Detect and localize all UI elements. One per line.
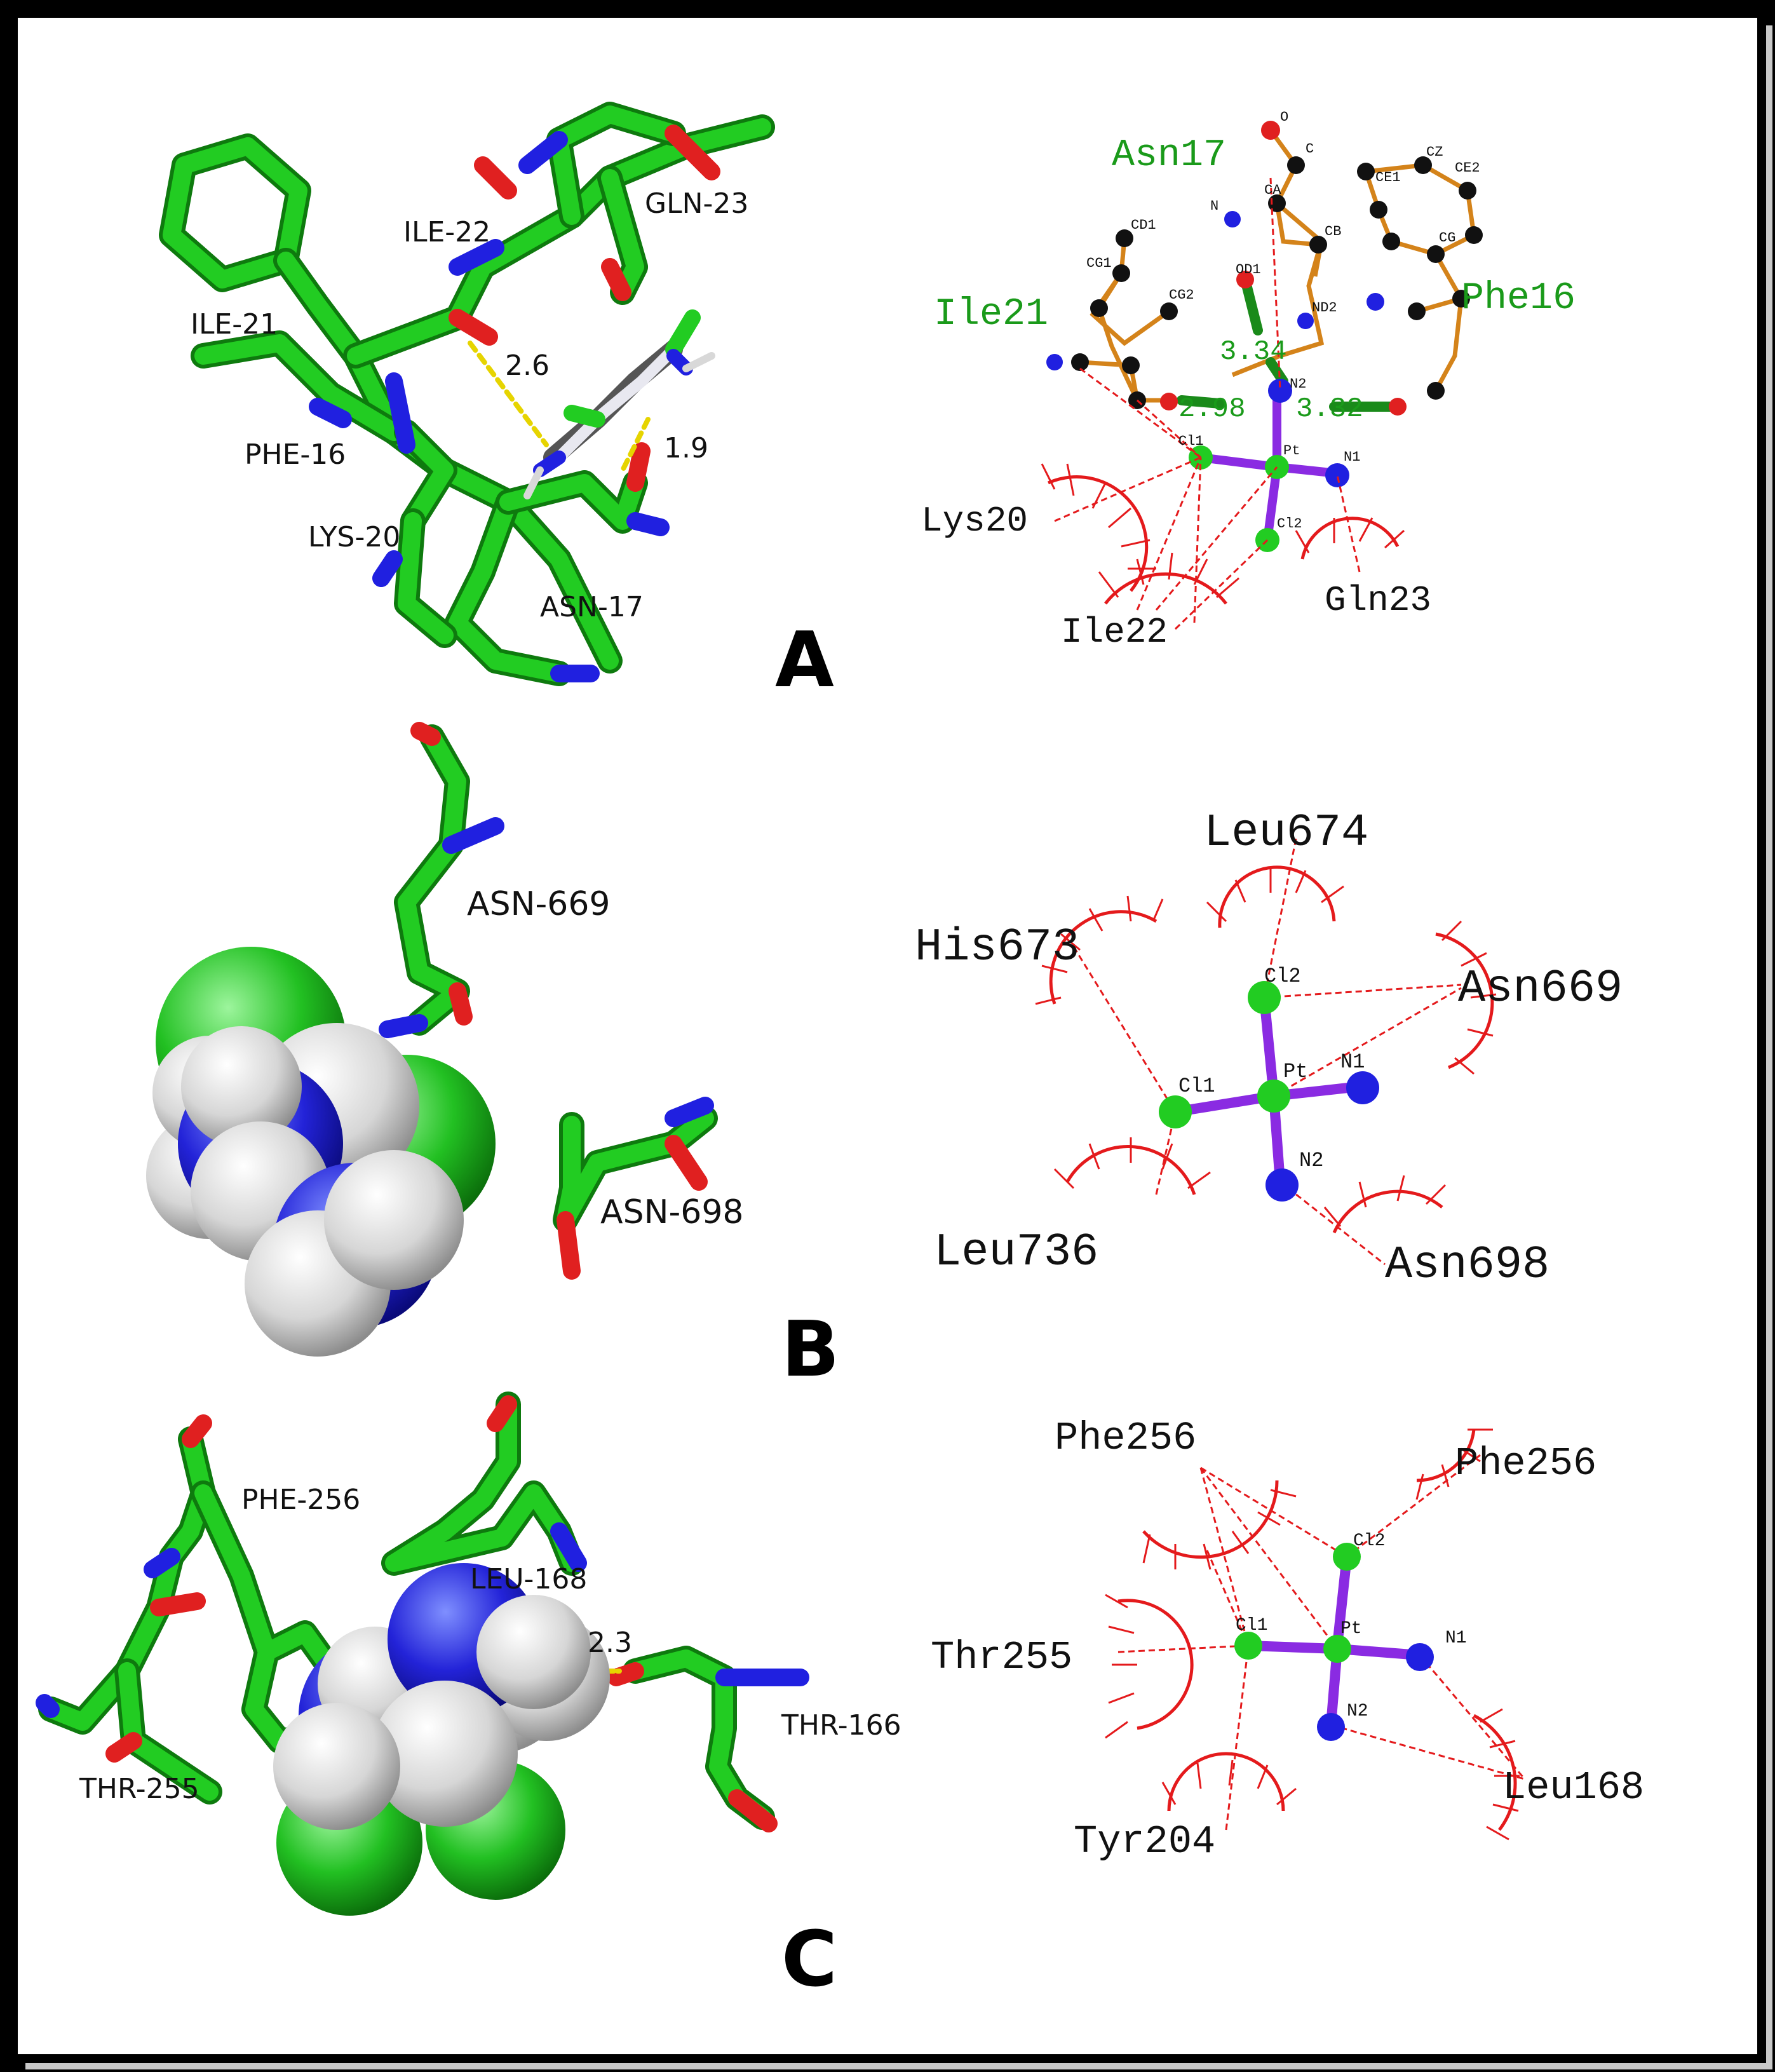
hbond-distance-2-98: 2.98	[1178, 393, 1246, 425]
frame-shadow-bottom	[25, 2063, 1772, 2069]
label-tyr204: Tyr204	[1074, 1819, 1215, 1864]
label-leu674: Leu674	[1204, 807, 1368, 859]
distance-2-6: 2.6	[505, 349, 550, 382]
atom-cg2: CG2	[1169, 287, 1194, 303]
label-ile21: Ile21	[934, 293, 1048, 336]
atom-ca: CA	[1264, 182, 1281, 198]
atom-o: O	[1280, 109, 1288, 125]
label-ile-22: ILE-22	[403, 216, 490, 248]
atom-pt: Pt	[1283, 443, 1300, 459]
atom-cg1: CG1	[1086, 255, 1112, 271]
atom-n1-b: N1	[1340, 1050, 1365, 1074]
label-ile22: Ile22	[1061, 612, 1168, 653]
label-phe-256: PHE-256	[241, 1484, 360, 1516]
atom-pt-b: Pt	[1283, 1060, 1307, 1083]
panel-c-ligplot: Phe256 Phe256 Thr255 Tyr204 Leu168 Cl2 C…	[931, 1416, 1644, 1864]
atom-nd2: ND2	[1312, 300, 1337, 316]
atom-cl2-c: Cl2	[1353, 1531, 1385, 1551]
atom-n1-c: N1	[1445, 1628, 1467, 1648]
label-phe-16: PHE-16	[245, 438, 346, 471]
atom-n2: N2	[1290, 376, 1306, 392]
label-asn-698: ASN-698	[600, 1193, 744, 1231]
label-gln-23: GLN-23	[645, 187, 748, 220]
label-thr-166: THR-166	[781, 1709, 901, 1742]
atom-cd1: CD1	[1131, 217, 1156, 233]
panel-b-ligplot: Leu674 His673 Asn669 Leu736 Asn698 Cl2 C…	[915, 807, 1623, 1291]
label-gln23: Gln23	[1325, 580, 1431, 621]
label-asn669: Asn669	[1458, 963, 1623, 1015]
atom-cl1-c: Cl1	[1236, 1616, 1267, 1635]
frame-shadow	[1766, 25, 1772, 2065]
atom-cl1-b: Cl1	[1178, 1074, 1215, 1098]
atom-od1: OD1	[1236, 262, 1261, 278]
label-lys-20: LYS-20	[308, 521, 400, 553]
panel-label-c: C	[781, 1916, 837, 2004]
distance-2-3: 2.3	[588, 1627, 632, 1659]
hbond-distance-3-32: 3.32	[1296, 393, 1363, 425]
label-phe16: Phe16	[1461, 277, 1576, 320]
atom-n2-b: N2	[1299, 1149, 1323, 1172]
label-asn-669: ASN-669	[467, 885, 611, 923]
atom-cz: CZ	[1426, 144, 1443, 160]
atom-cb: CB	[1325, 224, 1341, 240]
label-asn-17: ASN-17	[540, 591, 644, 623]
atom-cg: CG	[1439, 230, 1455, 246]
atom-c: C	[1306, 141, 1314, 157]
label-his673: His673	[915, 921, 1079, 973]
label-thr255: Thr255	[931, 1635, 1072, 1680]
panel-b-3d	[146, 722, 718, 1357]
label-thr-255: THR-255	[79, 1773, 199, 1805]
label-ile-21: ILE-21	[191, 308, 278, 341]
atom-n1: N1	[1344, 449, 1360, 465]
panel-label-b: B	[781, 1306, 839, 1394]
atom-cl2-b: Cl2	[1264, 965, 1301, 988]
hbond-distance-3-34: 3.34	[1220, 336, 1287, 368]
label-lys20: Lys20	[921, 501, 1028, 541]
atom-n2-c: N2	[1347, 1702, 1368, 1721]
label-asn17: Asn17	[1112, 134, 1226, 177]
panel-a-3d-sticks	[159, 102, 775, 686]
panel-a-ligplot: Asn17 Ile21 Phe16 3.34 2.98 3.32 Lys20 I…	[921, 109, 1576, 653]
atom-pt-c: Pt	[1340, 1619, 1362, 1639]
atom-n: N	[1210, 198, 1218, 214]
panel-c-3d	[36, 1391, 809, 1916]
atom-ce1: CE1	[1375, 170, 1401, 186]
label-phe256-right: Phe256	[1455, 1441, 1596, 1486]
atom-cl2: Cl2	[1277, 516, 1302, 532]
label-asn698: Asn698	[1385, 1239, 1549, 1291]
label-leu736: Leu736	[934, 1226, 1098, 1278]
distance-1-9: 1.9	[664, 432, 708, 464]
label-phe256-left: Phe256	[1055, 1416, 1196, 1461]
panel-label-a: A	[775, 616, 834, 705]
label-leu168: Leu168	[1502, 1765, 1644, 1810]
atom-ce2: CE2	[1455, 160, 1480, 176]
atom-cl1: Cl1	[1178, 433, 1204, 449]
label-leu-168: LEU-168	[470, 1563, 587, 1595]
